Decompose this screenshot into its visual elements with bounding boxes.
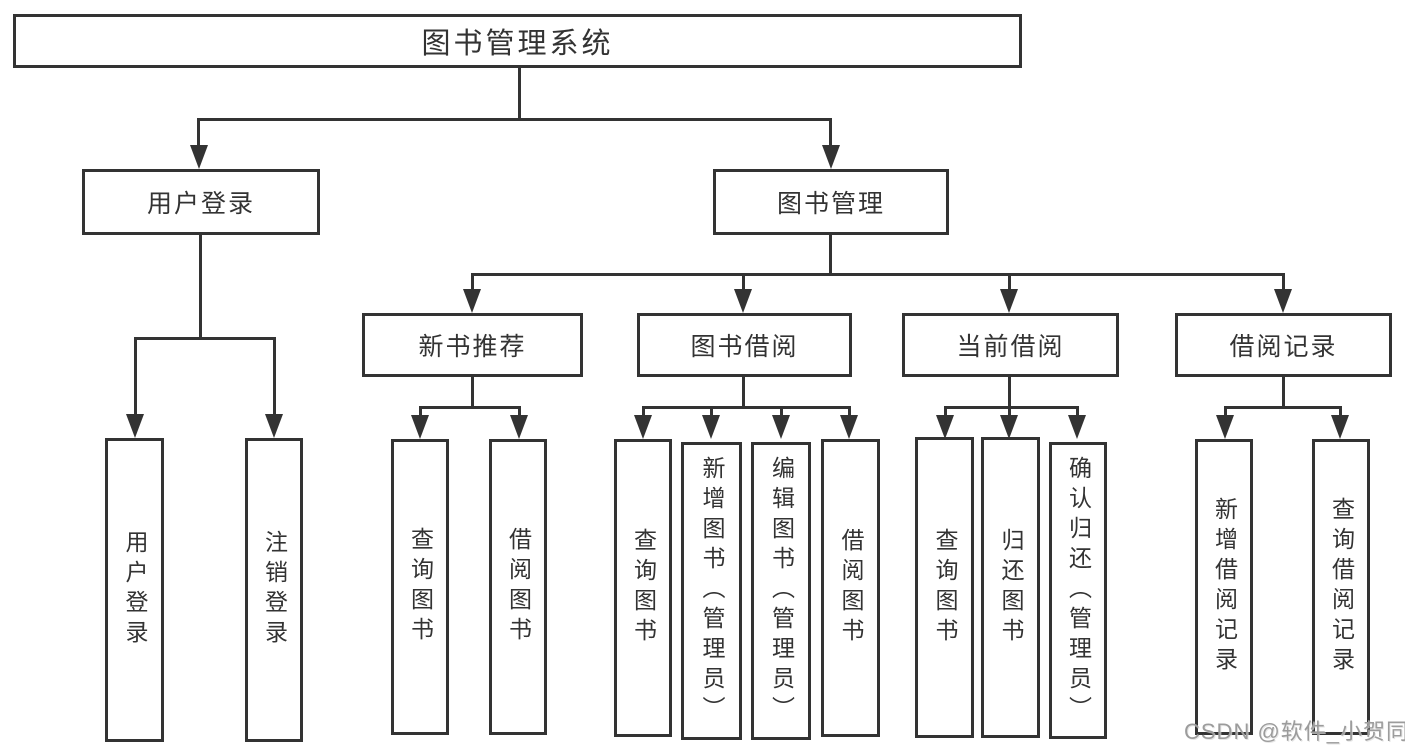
connector-leaf-drop <box>642 406 645 415</box>
connector-new-rec-crossbar <box>419 406 521 409</box>
connector-leaf-drop <box>944 406 947 415</box>
connector-current-borrow-stem <box>1008 377 1011 408</box>
arrow-down-icon <box>822 145 840 169</box>
connector-leaf-drop <box>518 406 521 415</box>
leaf-query-books-current: 查询图书 <box>915 437 974 738</box>
connector-leaf-drop <box>419 406 422 415</box>
connector-leaf-drop <box>848 406 851 415</box>
node-new-book-recommendation: 新书推荐 <box>362 313 583 377</box>
arrow-down-icon <box>772 415 790 439</box>
node-borrowing-records: 借阅记录 <box>1175 313 1392 377</box>
node-current-borrowing: 当前借阅 <box>902 313 1119 377</box>
node-book-borrowing: 图书借阅 <box>637 313 852 377</box>
connector-root-crossbar <box>197 118 831 121</box>
connector-book-mgmt-crossbar <box>471 273 1285 276</box>
arrow-down-icon <box>734 289 752 313</box>
connector-to-borrow-record <box>1282 273 1285 289</box>
leaf-return-books: 归还图书 <box>981 437 1040 738</box>
leaf-user-login: 用户登录 <box>105 438 164 742</box>
leaf-query-borrow-record: 查询借阅记录 <box>1312 439 1370 735</box>
leaf-query-books-borrowing: 查询图书 <box>614 439 672 737</box>
arrow-down-icon <box>1331 415 1349 439</box>
arrow-down-icon <box>463 289 481 313</box>
arrow-down-icon <box>1000 415 1018 439</box>
connector-to-logout-leaf <box>273 337 276 414</box>
arrow-down-icon <box>1216 415 1234 439</box>
arrow-down-icon <box>265 414 283 438</box>
arrow-down-icon <box>702 415 720 439</box>
leaf-confirm-return-admin: 确认归还（管理员） <box>1049 442 1107 739</box>
arrow-down-icon <box>1068 415 1086 439</box>
connector-to-book-borrow <box>742 273 745 289</box>
arrow-down-icon <box>936 415 954 439</box>
connector-user-login-stem <box>199 235 202 340</box>
leaf-borrow-books-borrowing: 借阅图书 <box>821 439 880 737</box>
arrow-down-icon <box>634 415 652 439</box>
arrow-down-icon <box>126 414 144 438</box>
connector-leaf-drop <box>780 406 783 415</box>
connector-new-rec-stem <box>471 377 474 408</box>
leaf-borrow-books-recommend: 借阅图书 <box>489 439 547 735</box>
leaf-edit-books-admin: 编辑图书（管理员） <box>751 442 811 740</box>
connector-borrow-record-crossbar <box>1224 406 1342 409</box>
node-book-management: 图书管理 <box>713 169 949 235</box>
connector-borrow-record-stem <box>1282 377 1285 408</box>
connector-to-book-management <box>829 118 832 145</box>
arrow-down-icon <box>190 145 208 169</box>
arrow-down-icon <box>1000 289 1018 313</box>
connector-to-user-login <box>197 118 200 145</box>
arrow-down-icon <box>510 415 528 439</box>
connector-to-current-borrow <box>1008 273 1011 289</box>
connector-to-login-leaf <box>134 337 137 414</box>
connector-leaf-drop <box>1076 406 1079 415</box>
connector-book-mgmt-stem <box>829 235 832 276</box>
leaf-logout: 注销登录 <box>245 438 303 742</box>
arrow-down-icon <box>411 415 429 439</box>
connector-user-login-crossbar <box>134 337 276 340</box>
connector-book-borrow-stem <box>742 377 745 408</box>
connector-to-new-rec <box>471 273 474 289</box>
connector-leaf-drop <box>1008 406 1011 415</box>
arrow-down-icon <box>1274 289 1292 313</box>
leaf-add-borrow-record: 新增借阅记录 <box>1195 439 1253 735</box>
connector-leaf-drop <box>710 406 713 415</box>
connector-leaf-drop <box>1224 406 1227 415</box>
csdn-watermark: CSDN @软件_小贺同学 <box>1184 719 1405 744</box>
leaf-query-books-recommend: 查询图书 <box>391 439 449 735</box>
node-user-login: 用户登录 <box>82 169 320 235</box>
arrow-down-icon <box>840 415 858 439</box>
connector-root-stem <box>518 66 521 120</box>
connector-book-borrow-crossbar <box>642 406 851 409</box>
connector-current-borrow-crossbar <box>944 406 1079 409</box>
connector-leaf-drop <box>1339 406 1342 415</box>
leaf-add-books-admin: 新增图书（管理员） <box>681 442 742 740</box>
node-library-management-system: 图书管理系统 <box>13 14 1022 68</box>
